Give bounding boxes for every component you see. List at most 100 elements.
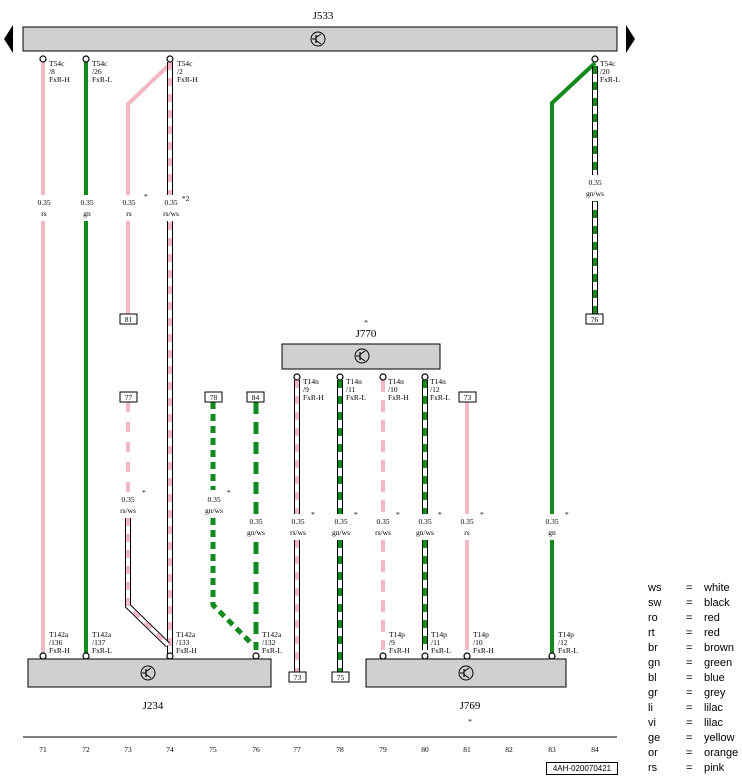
- pin-number: /8: [49, 67, 55, 76]
- component-j234-label: J234: [143, 700, 164, 712]
- nav-left-arrow[interactable]: [4, 25, 13, 53]
- legend-row: li=lilac: [648, 702, 723, 714]
- svg-text:75: 75: [209, 745, 217, 754]
- svg-text:*: *: [396, 510, 400, 519]
- pin-signal: FxR-L: [92, 75, 112, 84]
- legend-row: br=brown: [648, 642, 734, 654]
- component-j533-label: J533: [313, 10, 334, 22]
- wire-73-bottom: [125, 402, 171, 648]
- star-mark-j769: *: [468, 717, 472, 726]
- svg-text:83: 83: [548, 745, 556, 754]
- svg-text:75: 75: [337, 673, 345, 682]
- pin-number: /26: [92, 67, 102, 76]
- legend-row: bl=blue: [648, 672, 725, 684]
- svg-text:84: 84: [591, 745, 599, 754]
- svg-text:77: 77: [293, 745, 301, 754]
- svg-text:78: 78: [336, 745, 344, 754]
- pin-signal: FxR-L: [600, 75, 620, 84]
- star-mark-j770: *: [364, 318, 368, 327]
- pin-circles: [39, 55, 599, 660]
- svg-text:*: *: [144, 192, 148, 201]
- svg-text:81: 81: [125, 315, 133, 324]
- wire-label-backgrounds: [36, 175, 606, 540]
- pin-connector: T54c: [600, 59, 616, 68]
- svg-text:81: 81: [463, 745, 471, 754]
- svg-text:*: *: [354, 510, 358, 519]
- legend-row: vi=lilac: [648, 717, 723, 729]
- legend-row: ro=red: [648, 612, 720, 624]
- pin-connector: T54c: [177, 59, 193, 68]
- svg-text:*: *: [142, 488, 146, 497]
- component-j770-label: J770: [356, 328, 377, 340]
- svg-text:73: 73: [124, 745, 132, 754]
- component-j769-label: J769: [460, 700, 481, 712]
- pin-connector: T54c: [49, 59, 65, 68]
- legend-row: ge=yellow: [648, 732, 735, 744]
- wire-83: [550, 61, 597, 656]
- svg-text:84: 84: [252, 393, 260, 402]
- pin-connector: T54c: [92, 59, 108, 68]
- svg-text:71: 71: [39, 745, 47, 754]
- svg-text:73: 73: [464, 393, 472, 402]
- legend-row: sw=black: [648, 597, 730, 609]
- svg-text:*: *: [311, 510, 315, 519]
- svg-text:76: 76: [252, 745, 260, 754]
- reference-boxes: 81 76 77 78 84 73 73 75: [119, 313, 604, 683]
- svg-text:*: *: [565, 510, 569, 519]
- pin-signal: FxR-H: [49, 75, 70, 84]
- component-j234-box: [27, 658, 272, 688]
- svg-text:*: *: [438, 510, 442, 519]
- wire-73-top: [126, 62, 172, 314]
- svg-text:72: 72: [82, 745, 90, 754]
- svg-text:*: *: [480, 510, 484, 519]
- svg-text:76: 76: [591, 315, 599, 324]
- svg-text:77: 77: [125, 393, 133, 402]
- svg-text:73: 73: [294, 673, 302, 682]
- legend-row: rt=red: [648, 627, 720, 639]
- legend-row: ws=white: [648, 582, 730, 594]
- component-j769-box: [365, 658, 567, 688]
- svg-text:78: 78: [210, 393, 218, 402]
- legend-row: gn=green: [648, 657, 733, 669]
- legend-row: or=orange: [648, 747, 739, 759]
- nav-right-arrow[interactable]: [626, 25, 635, 53]
- svg-text:74: 74: [166, 745, 174, 754]
- legend-row: gr=grey: [648, 687, 726, 699]
- svg-text:*2: *2: [182, 194, 190, 203]
- wire-75: [210, 402, 255, 647]
- pin-number: /20: [600, 67, 610, 76]
- pin-signal: FxR-H: [177, 75, 198, 84]
